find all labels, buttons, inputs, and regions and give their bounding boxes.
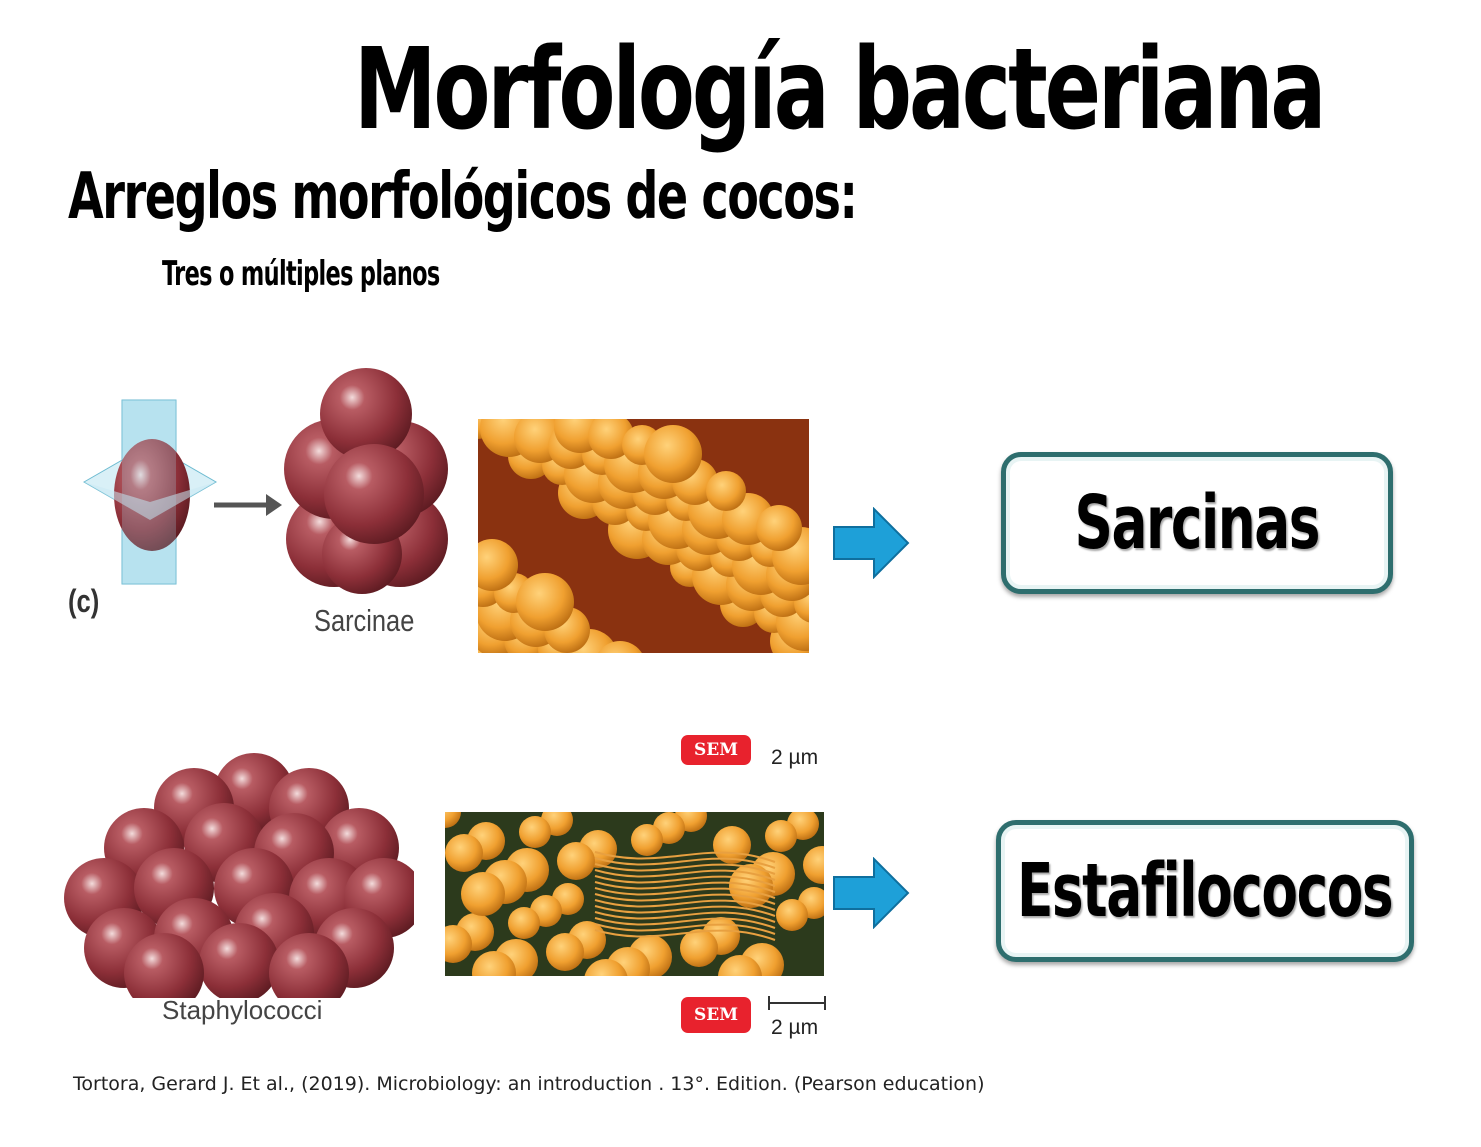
right-arrow-icon — [833, 857, 910, 929]
right-arrow-icon — [833, 507, 910, 579]
scale-text: 2 µm — [771, 1016, 819, 1039]
sarcinae-micrograph — [478, 419, 809, 653]
scale-bar — [768, 996, 826, 1010]
sem-badge: SEM — [681, 997, 751, 1033]
estafilococos-label: Estafilococos — [1017, 848, 1394, 934]
staphylococci-label: Staphylococci — [162, 995, 323, 1025]
division-arrow-icon — [214, 494, 282, 516]
estafilococos-result-box: Estafilococos — [996, 820, 1414, 962]
sarcinae-diagram — [284, 368, 448, 594]
sarcinas-result-box: Sarcinas — [1001, 452, 1393, 594]
panel-letter: (c) — [68, 583, 100, 619]
staphylococci-micrograph — [445, 812, 824, 976]
scale-text-top: 2 µm — [771, 746, 819, 769]
subheading: Tres o múltiples planos — [162, 254, 440, 294]
division-planes-diagram — [82, 399, 218, 585]
staphylococci-diagram — [64, 753, 414, 998]
section-subtitle: Arreglos morfológicos de cocos: — [68, 160, 858, 234]
sem-badge-top: SEM — [681, 735, 751, 765]
citation: Tortora, Gerard J. Et al., (2019). Micro… — [73, 1073, 985, 1095]
page-title: Morfología bacteriana — [354, 25, 1326, 155]
sarcinae-label: Sarcinae — [314, 603, 415, 638]
sarcinas-label: Sarcinas — [1074, 480, 1321, 566]
